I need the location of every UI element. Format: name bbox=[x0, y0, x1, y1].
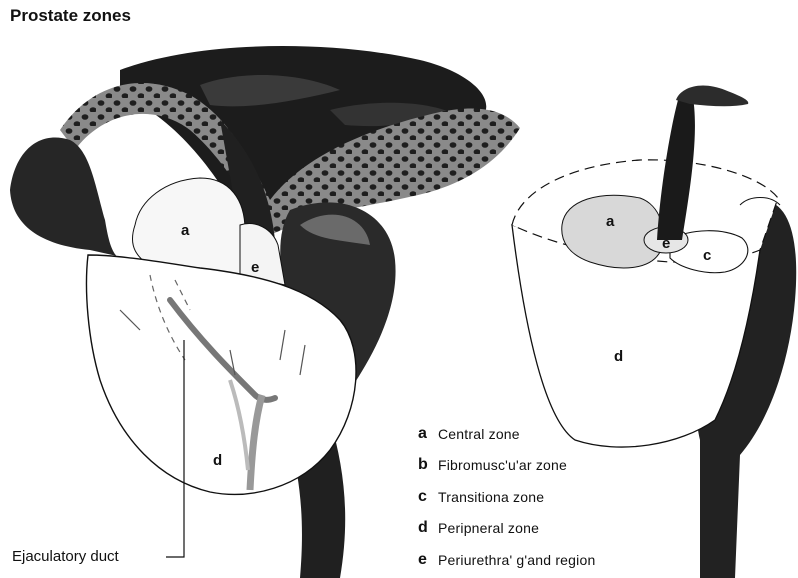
legend-item: c Transitiona zone bbox=[418, 481, 678, 513]
legend-key: a bbox=[418, 425, 438, 443]
label-left-a: a bbox=[181, 222, 190, 239]
ejaculatory-duct-label: Ejaculatory duct bbox=[12, 548, 119, 565]
zone-legend: a Central zone b Fibromusc'u'ar zone c T… bbox=[418, 418, 678, 576]
left-lobe bbox=[10, 137, 135, 260]
legend-label: Periurethra' g'and region bbox=[438, 552, 595, 568]
label-right-c: c bbox=[703, 247, 711, 264]
label-left-e: e bbox=[251, 259, 259, 276]
legend-item: d Peripneral zone bbox=[418, 513, 678, 545]
legend-item: a Central zone bbox=[418, 418, 678, 450]
label-right-e: e bbox=[662, 235, 670, 252]
legend-item: e Periurethra' g'and region bbox=[418, 544, 678, 576]
legend-key: d bbox=[418, 519, 438, 537]
legend-label: Transitiona zone bbox=[438, 489, 544, 505]
legend-label: Fibromusc'u'ar zone bbox=[438, 457, 567, 473]
legend-label: Peripneral zone bbox=[438, 520, 539, 536]
legend-key: c bbox=[418, 488, 438, 506]
label-left-d: d bbox=[213, 452, 222, 469]
legend-label: Central zone bbox=[438, 426, 520, 442]
legend-key: e bbox=[418, 551, 438, 569]
label-right-d: d bbox=[614, 348, 623, 365]
legend-key: b bbox=[418, 456, 438, 474]
label-right-a: a bbox=[606, 213, 615, 230]
legend-item: b Fibromusc'u'ar zone bbox=[418, 450, 678, 482]
